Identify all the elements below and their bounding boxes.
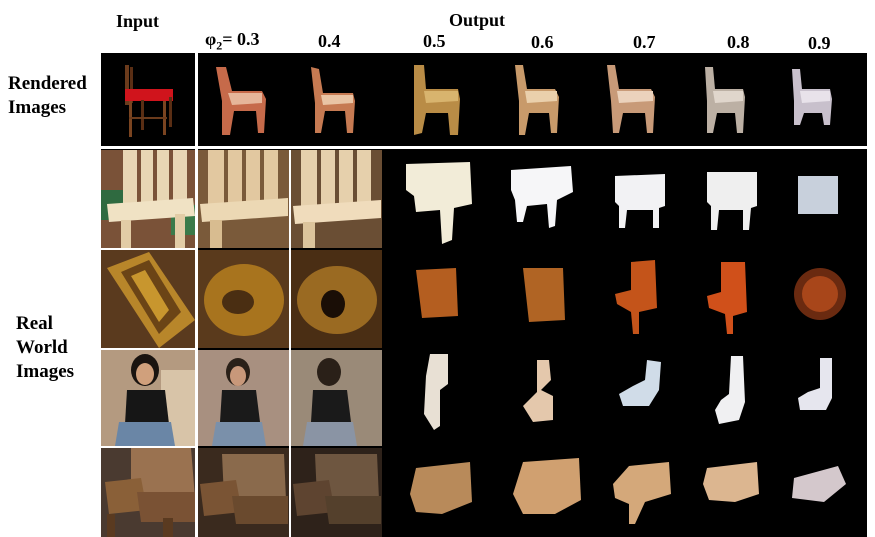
real-input-row-divider-3: [101, 446, 195, 448]
real-label-line-3: Images: [16, 361, 75, 382]
real-output-3-0-6: [493, 350, 597, 446]
rendered-input-image: [101, 53, 195, 145]
real-output-2-0-6: [493, 250, 597, 348]
rendered-images-label: Rendered Images: [8, 72, 87, 120]
rendered-output-0-3: [198, 53, 289, 145]
real-output-3-0-4: [291, 350, 382, 446]
real-input-row-divider-2: [101, 348, 195, 350]
input-column-label: Input: [116, 11, 160, 31]
rendered-output-0-9: [782, 53, 867, 145]
real-output-4-0-9: [782, 448, 867, 537]
real-output-2-0-5: [386, 250, 490, 348]
real-output-1-0-9: [782, 150, 867, 248]
real-output-1-0-6: [493, 150, 597, 248]
column-divider: [289, 150, 291, 537]
real-output-3-0-9: [782, 350, 867, 446]
rendered-output-0-7: [599, 53, 689, 145]
real-output-2-0-9: [782, 250, 867, 348]
column-label-0-6: 0.6: [531, 32, 554, 52]
real-output-4-0-5: [386, 448, 490, 537]
real-input-image-2: [101, 250, 195, 348]
output-heading: Output: [449, 10, 506, 30]
real-output-1-0-8: [691, 150, 779, 248]
real-world-images-label: Real World Images: [16, 312, 74, 384]
phi-subscript: 2: [216, 38, 223, 53]
real-output-4-0-3: [198, 448, 289, 537]
real-output-3-0-3: [198, 350, 289, 446]
rendered-input-chair-icon: [125, 65, 173, 137]
real-output-1-0-4: [291, 150, 382, 248]
real-label-line-1: Real: [16, 313, 53, 334]
phi-column-label: φ2= 0.3: [205, 30, 260, 52]
image-grid: [101, 53, 867, 537]
column-label-0-7: 0.7: [633, 32, 656, 52]
rendered-output-0-6: [493, 53, 597, 145]
rendered-output-0-5: [386, 53, 490, 145]
real-output-2-0-4: [291, 250, 382, 348]
real-output-2-0-8: [691, 250, 779, 348]
real-output-1-0-3: [198, 150, 289, 248]
rendered-label-line-2: Images: [8, 97, 67, 118]
phi-symbol: φ: [205, 29, 217, 49]
real-output-4-0-7: [599, 448, 689, 537]
column-label-0-5: 0.5: [423, 31, 446, 51]
column-label-0-4: 0.4: [318, 31, 341, 51]
real-input-row-divider-1: [101, 248, 195, 250]
real-output-4-0-4: [291, 448, 382, 537]
rendered-output-0-8: [691, 53, 779, 145]
real-output-4-0-6: [493, 448, 597, 537]
real-output-2-0-7: [599, 250, 689, 348]
real-output-3-0-7: [599, 350, 689, 446]
rendered-label-line-1: Rendered: [8, 73, 87, 94]
real-output-3-0-8: [691, 350, 779, 446]
real-output-1-0-5: [386, 150, 490, 248]
real-output-3-0-5: [386, 350, 490, 446]
phi-value: = 0.3: [222, 29, 260, 49]
real-label-line-2: World: [16, 337, 68, 358]
real-output-4-0-8: [691, 448, 779, 537]
real-input-image-4: [101, 448, 195, 537]
real-output-2-0-3: [198, 250, 289, 348]
real-input-image-1: [101, 150, 195, 248]
real-output-1-0-7: [599, 150, 689, 248]
input-output-divider: [195, 53, 198, 537]
rendered-output-0-4: [291, 53, 382, 145]
real-input-image-3: [101, 350, 195, 446]
column-label-0-9: 0.9: [808, 33, 831, 53]
section-divider-horizontal: [101, 146, 867, 149]
column-label-0-8: 0.8: [727, 32, 750, 52]
